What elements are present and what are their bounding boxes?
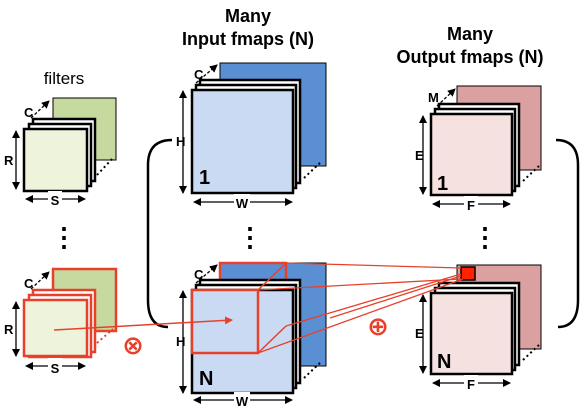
output-height-label-2: E — [415, 326, 424, 341]
output-width-label: F — [467, 198, 475, 213]
filter-height-label-2: R — [4, 322, 14, 337]
output-front-plane — [429, 112, 514, 197]
filter-stack-top: C R S — [4, 97, 117, 208]
convolution-operator: ⊗ — [122, 331, 144, 361]
window-to-output-lines — [257, 262, 464, 354]
filter-channel-label: C — [24, 105, 34, 120]
input-ellipsis: ⋮ — [237, 222, 263, 252]
output-front-plane-n — [429, 291, 514, 376]
input-title-line1: Many — [225, 6, 271, 26]
input-height-label-2: H — [176, 334, 185, 349]
input-index-first: 1 — [199, 167, 210, 189]
output-channel-label: M — [428, 90, 439, 105]
sum-operator: ⊕ — [367, 312, 389, 342]
input-width-label: W — [236, 196, 249, 211]
input-width-label-2: W — [236, 394, 249, 409]
input-title-line2: Input fmaps (N) — [182, 29, 314, 49]
input-index-last: N — [199, 368, 213, 390]
output-stack-bottom: N E F — [415, 264, 542, 392]
output-stack-top: 1 M E F — [415, 85, 542, 213]
output-pixel — [460, 266, 476, 281]
input-channel-label: C — [194, 67, 204, 82]
input-stack-top: 1 C H W — [176, 62, 327, 211]
output-index-last: N — [437, 351, 451, 373]
output-title-line2: Output fmaps (N) — [397, 47, 544, 67]
filter-front-plane — [22, 127, 89, 193]
left-bracket — [146, 138, 173, 329]
filter-width-label-2: S — [51, 361, 60, 376]
input-stack-bottom: N C H W — [176, 261, 327, 409]
filter-height-label: R — [4, 153, 14, 168]
filter-width-label: S — [51, 193, 60, 208]
output-height-label: E — [415, 148, 424, 163]
input-channel-label-2: C — [194, 267, 204, 282]
filters-title: filters — [44, 69, 85, 88]
input-front-plane — [190, 88, 295, 195]
filters-ellipsis: ⋮ — [51, 222, 77, 252]
output-ellipsis: ⋮ — [472, 222, 498, 252]
output-index-first: 1 — [437, 173, 448, 195]
input-height-label: H — [176, 134, 185, 149]
filter-channel-label-2: C — [24, 276, 34, 291]
filter-to-input-arrow — [53, 316, 233, 331]
output-width-label-2: F — [467, 377, 475, 392]
filter-stack-bottom: C R S — [4, 267, 118, 376]
right-bracket — [555, 138, 580, 329]
output-title-line1: Many — [447, 24, 493, 44]
